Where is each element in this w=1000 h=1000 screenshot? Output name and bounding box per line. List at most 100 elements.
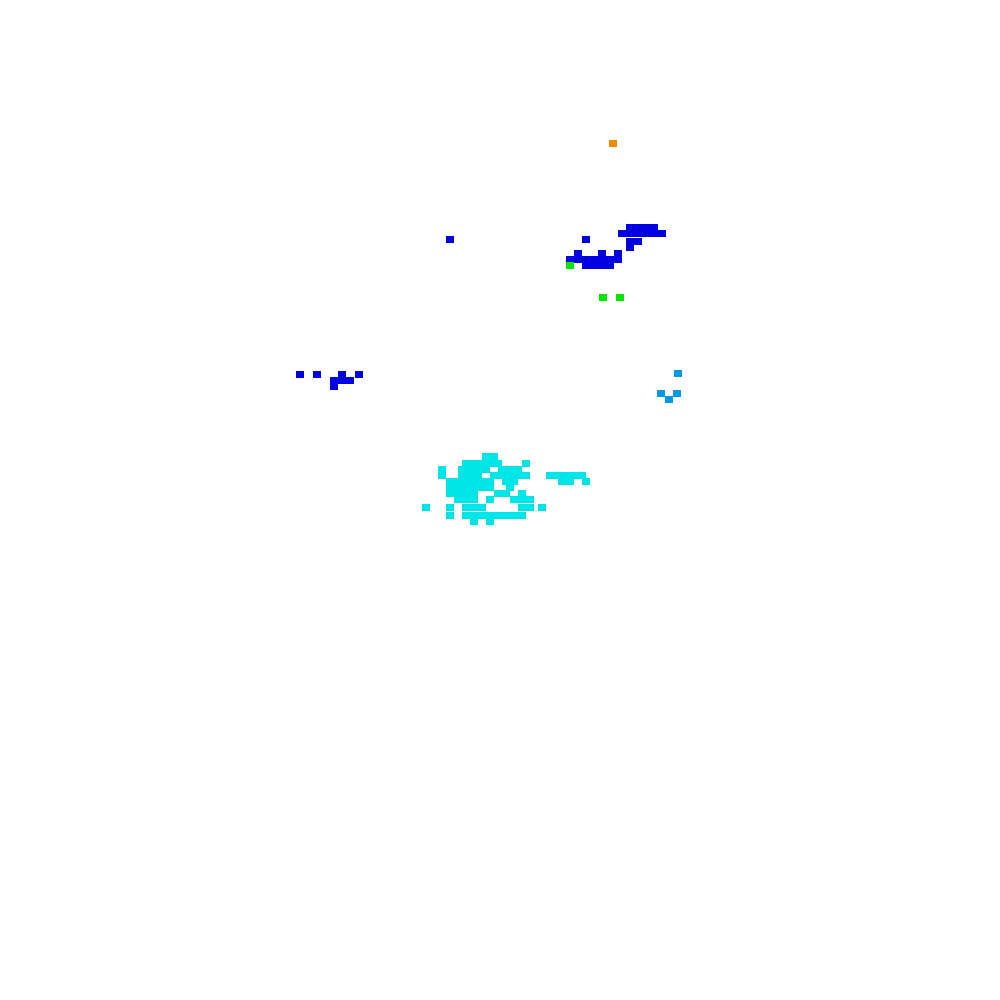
cyan-blob-pixel <box>482 453 490 460</box>
cyan-blob-pixel <box>490 472 498 479</box>
cyan-blob-pixel <box>470 460 478 467</box>
cyan-blob-pixel <box>526 504 534 511</box>
cyan-blob-pixel <box>554 472 562 479</box>
cyan-blob-pixel <box>486 484 494 491</box>
cyan-blob-pixel <box>514 466 522 473</box>
cyan-blob-pixel <box>462 484 470 491</box>
green-pixels <box>566 262 624 301</box>
cyan-blob-pixel <box>454 496 462 503</box>
cyan-blob-pixel <box>506 472 514 479</box>
blue-streak-upper-pixel <box>614 256 622 263</box>
cyan-blob-pixel <box>446 478 454 485</box>
cyan-blob-pixel <box>446 512 454 519</box>
cyan-blob-pixel <box>462 496 470 503</box>
blue-streak-upper-pixel <box>582 256 590 263</box>
cyan-blob-pixel <box>462 460 470 467</box>
cyan-blob-pixel <box>494 460 502 467</box>
cyan-blob-pixel <box>466 472 474 479</box>
cyan-blob-pixel <box>522 472 530 479</box>
cyan-blob-pixel <box>470 496 478 503</box>
blue-streak-upper-pixel <box>642 224 650 231</box>
cyan-blob-pixel <box>506 466 514 473</box>
cyan-blob-pixel <box>558 478 566 485</box>
cyan-blob-pixel <box>570 472 578 479</box>
cyan-blob-pixel <box>518 496 526 503</box>
cyan-blob-pixel <box>470 518 478 525</box>
cyan-blob-pixel <box>490 453 498 460</box>
cyan-blob-pixel <box>486 478 494 485</box>
cyan-blob-pixel <box>518 512 526 519</box>
cyan-blob-pixel <box>470 478 478 485</box>
cyan-blob-pixel <box>458 472 466 479</box>
cyan-blob-pixel <box>438 466 446 473</box>
cyan-blob-pixel <box>502 512 510 519</box>
cyan-blob-pixel <box>498 466 506 473</box>
blue-streak-upper-pixel <box>590 262 598 269</box>
cyan-blob-pixel <box>462 490 470 497</box>
cyan-blob-pixel <box>446 504 454 511</box>
cyan-blob-pixel <box>462 512 470 519</box>
blue-streak-upper-pixel <box>598 256 606 263</box>
blue-streak-upper-pixel <box>574 250 582 257</box>
blue-streak-upper-pixel <box>626 244 634 251</box>
green-pixels-pixel <box>566 262 574 269</box>
cyan-blob-pixel <box>474 466 482 473</box>
cyan-blob-pixel <box>510 496 518 503</box>
cyan-blob-pixel <box>454 478 462 485</box>
blue-streak-upper-pixel <box>606 256 614 263</box>
cyan-blob-pixel <box>518 504 526 511</box>
blue-streak-upper-pixel <box>618 230 626 237</box>
blue-streak-upper-pixel <box>650 230 658 237</box>
cyan-blob-pixel <box>510 478 518 485</box>
cyan-blob-pixel <box>486 518 494 525</box>
blue-streak-upper-pixel <box>650 224 658 231</box>
cyan-blob-pixel <box>486 460 494 467</box>
blue-streak-upper-pixel <box>566 256 574 263</box>
cyan-blob-pixel <box>546 472 554 479</box>
blue-streak-upper-pixel <box>658 230 666 237</box>
light-blue-cluster-right-pixel <box>657 390 665 397</box>
blue-streak-upper-pixel <box>626 238 634 245</box>
blue-streak-left-pixel <box>330 383 338 390</box>
cyan-blob-pixel <box>446 484 454 491</box>
blue-streak-upper-pixel <box>582 262 590 269</box>
cyan-blob-pixel <box>482 466 490 473</box>
cyan-blob-pixel <box>478 460 486 467</box>
blue-streak-left-pixel <box>346 377 354 384</box>
cyan-blob-pixel <box>578 472 586 479</box>
cyan-blob-pixel <box>518 490 526 497</box>
cyan-blob-pixel <box>458 466 466 473</box>
cyan-blob-pixel <box>498 472 506 479</box>
blue-streak-upper-pixel <box>598 250 606 257</box>
cyan-blob-pixel <box>466 466 474 473</box>
cyan-blob <box>422 453 590 525</box>
cyan-blob-pixel <box>526 496 534 503</box>
blue-streak-left <box>296 371 363 390</box>
blue-streak-left-pixel <box>330 377 338 384</box>
green-pixels-pixel <box>616 294 624 301</box>
cyan-blob-pixel <box>510 512 518 519</box>
blue-streak-upper-pixel <box>634 230 642 237</box>
light-blue-cluster-right-pixel <box>673 390 681 397</box>
light-blue-cluster-right <box>657 370 682 403</box>
blue-streak-upper <box>446 224 666 269</box>
cyan-blob-pixel <box>562 472 570 479</box>
blue-streak-upper-pixel <box>642 230 650 237</box>
blue-streak-upper-pixel <box>626 224 634 231</box>
blue-streak-left-pixel <box>355 371 363 378</box>
cyan-blob-pixel <box>422 504 430 511</box>
cyan-blob-pixel <box>470 504 478 511</box>
blue-streak-upper-pixel <box>634 224 642 231</box>
cyan-blob-pixel <box>486 496 494 503</box>
blue-streak-upper-pixel <box>446 236 454 243</box>
cyan-blob-pixel <box>454 484 462 491</box>
cyan-blob-pixel <box>494 512 502 519</box>
cyan-blob-pixel <box>478 478 486 485</box>
cyan-blob-pixel <box>502 490 510 497</box>
cyan-blob-pixel <box>438 472 446 479</box>
cyan-blob-pixel <box>478 484 486 491</box>
cyan-blob-pixel <box>538 504 546 511</box>
cyan-blob-pixel <box>566 478 574 485</box>
